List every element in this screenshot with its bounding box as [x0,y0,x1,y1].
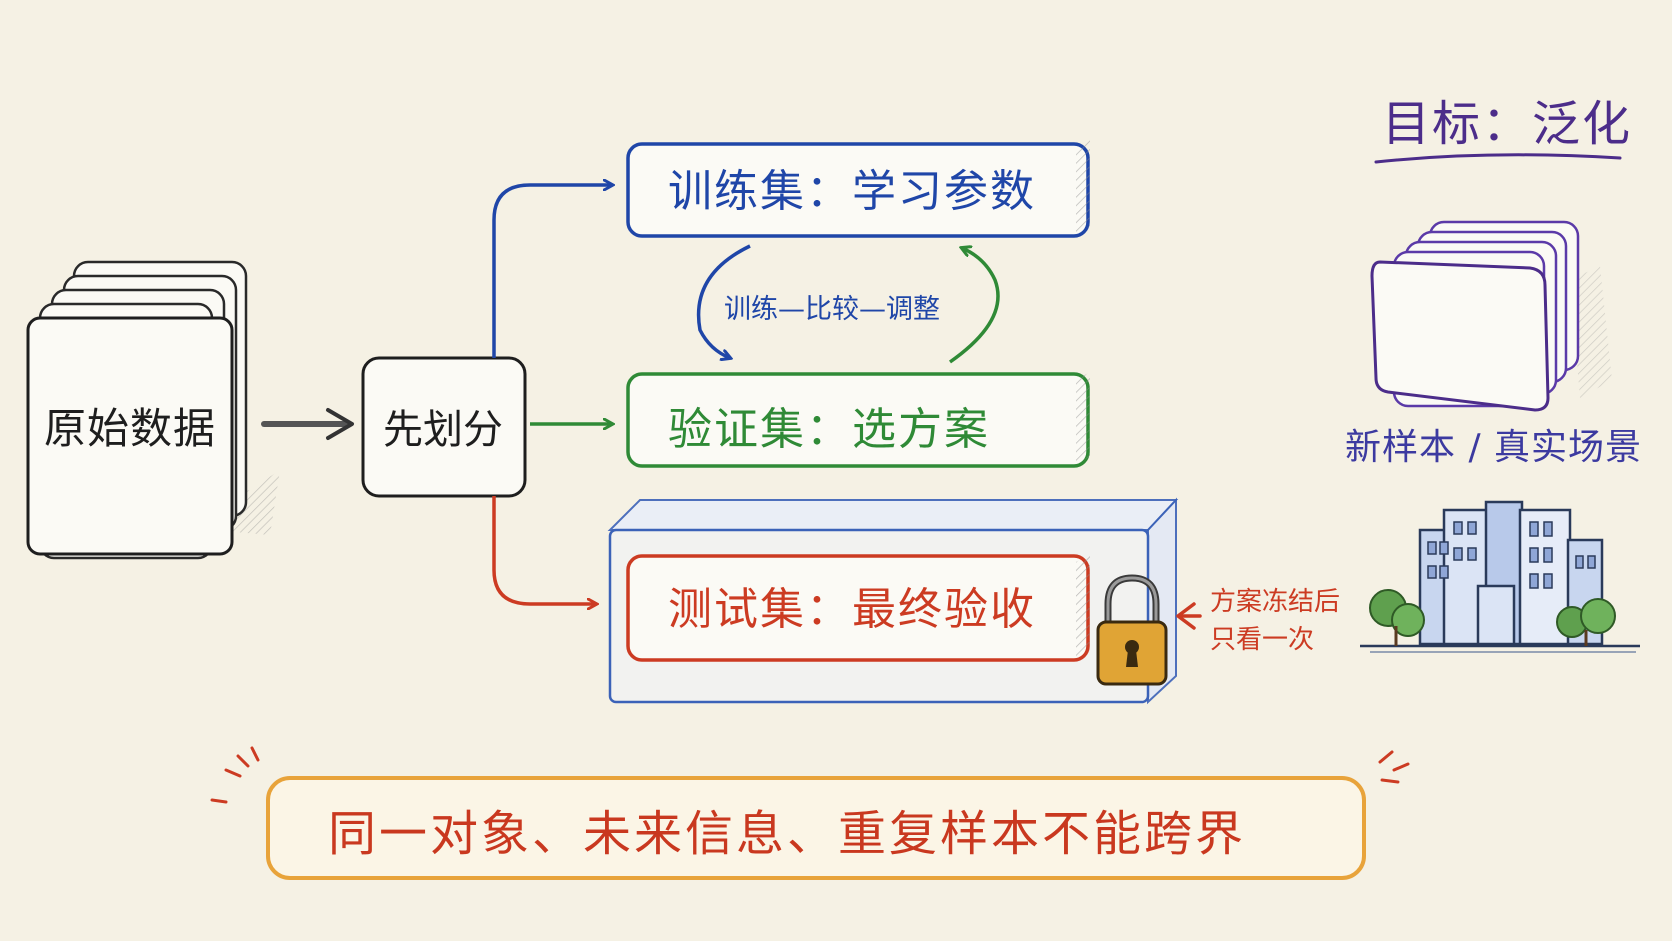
test-set-label: 测试集：最终验收 [668,584,1036,635]
loop-arrow-up [948,248,1000,364]
validation-set-label: 验证集：选方案 [668,404,990,455]
test-box [626,554,1090,662]
lock-icon [1096,574,1168,686]
split-label: 先划分 [383,407,503,453]
city-icon [1360,500,1640,653]
goal-subtitle: 新样本 / 真实场景 [1345,427,1643,468]
arrow-to-test [492,496,596,604]
raw-data-label: 原始数据 [44,404,217,453]
card-stack-icon [1370,220,1612,412]
arrow-to-train [492,185,612,358]
arrow-left-icon [1176,602,1202,630]
loop-arrow-down [696,244,751,358]
training-loop-label: 训练—比较—调整 [724,294,940,325]
rule-label: 同一对象、未来信息、重复样本不能跨界 [328,806,1247,862]
freeze-note-line2: 只看一次 [1210,624,1315,655]
goal-underline [1374,153,1622,164]
validation-box [626,372,1090,468]
split-box [361,356,527,498]
arrow-right-icon [261,408,354,440]
goal-title: 目标：泛化 [1382,96,1633,152]
train-set-label: 训练集：学习参数 [668,166,1036,217]
document-stack-icon [26,260,280,560]
freeze-note-line1: 方案冻结后 [1210,587,1341,617]
train-box [626,140,1090,238]
rule-banner [210,746,1410,880]
freeze-note: 方案冻结后 只看一次 [1210,584,1360,659]
